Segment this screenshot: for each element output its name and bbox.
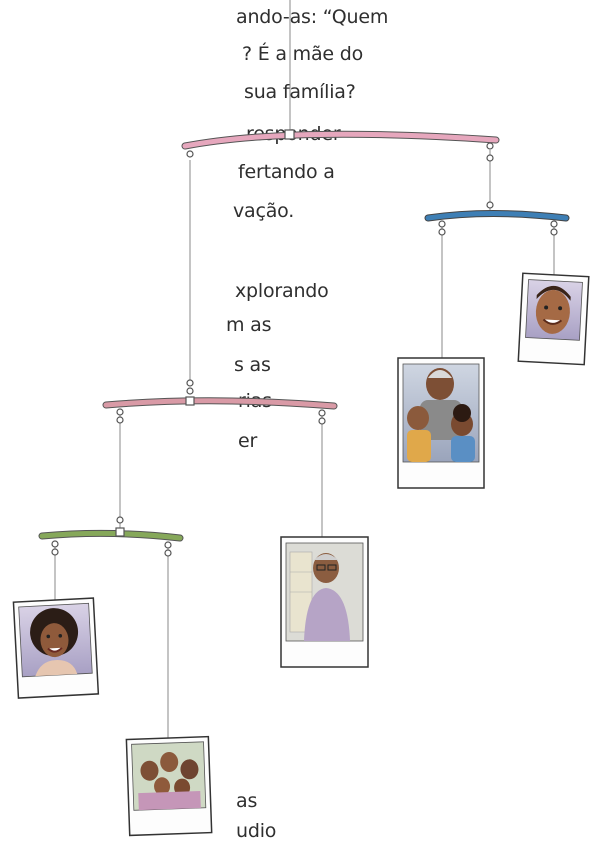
mobile-bars (38, 130, 570, 542)
text-line-8: m as (226, 314, 272, 336)
text-line-2: ? É a mãe do (242, 43, 364, 65)
blue-bar (425, 211, 569, 221)
top-bar (182, 131, 499, 149)
photo-woman-curly-hair (12, 597, 100, 699)
photo-man-with-glasses (280, 536, 369, 668)
photo-smiling-child (517, 272, 590, 366)
text-line-6: vação. (233, 200, 295, 222)
hooks (51, 129, 558, 557)
text-line-13: udio (236, 820, 277, 842)
text-line-12: as (236, 790, 258, 812)
photo-family-group (125, 735, 213, 837)
green-bar (39, 530, 183, 541)
photo-grandparents-with-children (397, 357, 485, 489)
text-line-3: sua família? (244, 81, 356, 103)
text-line-11: er (238, 430, 258, 452)
text-line-7: xplorando (235, 280, 329, 302)
text-line-9: s as (234, 354, 271, 376)
text-line-5: fertando a (238, 161, 335, 183)
text-line-1: ando-as: “Quem (236, 6, 389, 28)
middle-bar (103, 398, 337, 409)
